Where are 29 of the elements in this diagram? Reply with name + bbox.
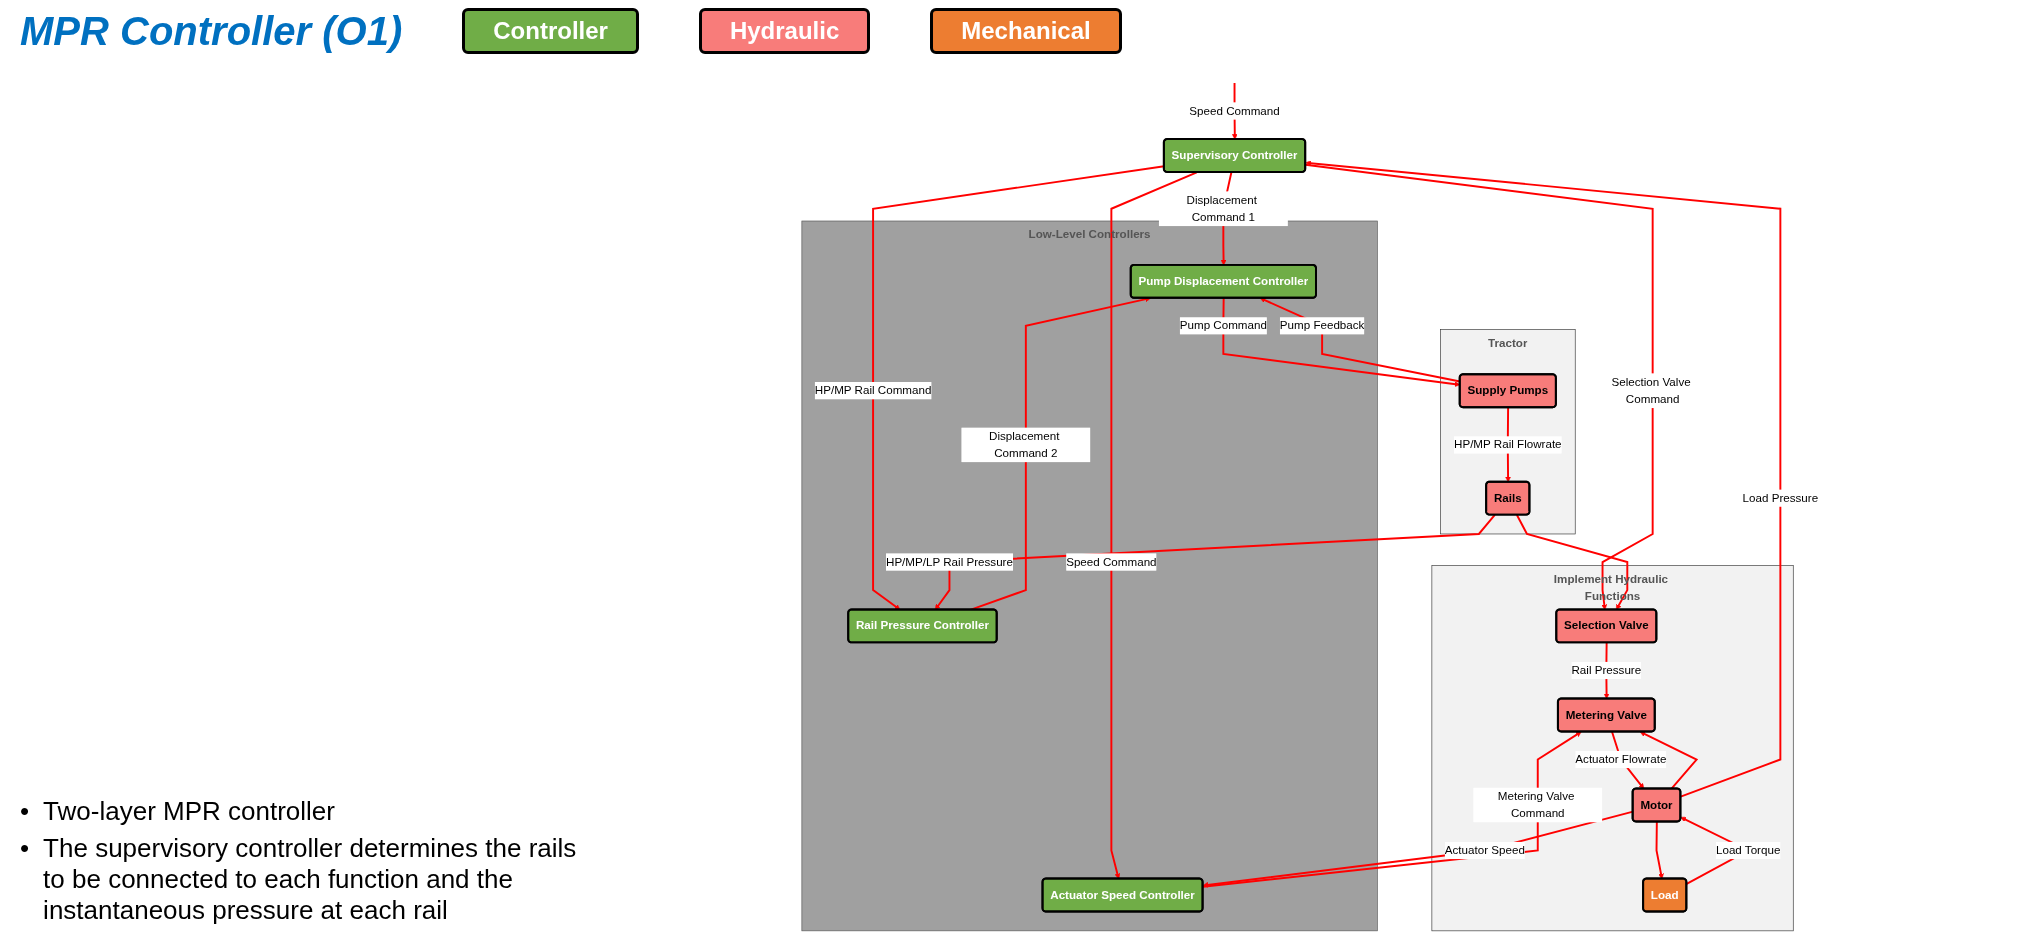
edge-label: Rail Pressure — [1571, 663, 1642, 677]
bullet-marker: • — [20, 796, 30, 827]
edge-label: Speed Command — [1189, 104, 1280, 118]
edge-label: Load Torque — [1715, 843, 1781, 857]
edge-label: Pump Feedback — [1279, 319, 1365, 332]
edge-label: Selection Valve Command — [1611, 375, 1691, 406]
arrow — [1655, 820, 1664, 880]
edge-label: HP/MP/LP Rail Pressure — [885, 555, 1013, 569]
edge-label: Speed Command — [1066, 555, 1157, 569]
bullet-note: Two-layer MPR controller — [43, 796, 336, 827]
arrow — [1515, 513, 1629, 611]
edge-label: HP/MP Rail Command — [814, 383, 932, 397]
arrow — [1305, 160, 1782, 798]
title: MPR Controller (O1) — [20, 8, 403, 54]
edge-label: Pump Command — [1179, 319, 1267, 332]
arrow — [934, 513, 1496, 611]
arrow — [1639, 731, 1699, 790]
arrow — [1110, 171, 1198, 880]
edge-label: Actuator Flowrate — [1575, 752, 1667, 766]
legend-item: Mechanical — [930, 8, 1122, 54]
bullet-note: The supervisory controller determines the rails to be connected to each function and the instantaneous pressure at each rail — [43, 833, 578, 926]
edge-label: Metering Valve Command — [1497, 789, 1575, 820]
legend-item: Controller — [462, 8, 639, 54]
edge-label: Actuator Speed — [1444, 843, 1525, 857]
bullet-marker: • — [20, 833, 30, 865]
edge-label: Load Pressure — [1742, 491, 1819, 505]
edge-label: HP/MP Rail Flowrate — [1453, 438, 1562, 452]
edge-label: Displacement Command 2 — [989, 429, 1060, 460]
legend-item: Hydraulic — [698, 8, 871, 54]
